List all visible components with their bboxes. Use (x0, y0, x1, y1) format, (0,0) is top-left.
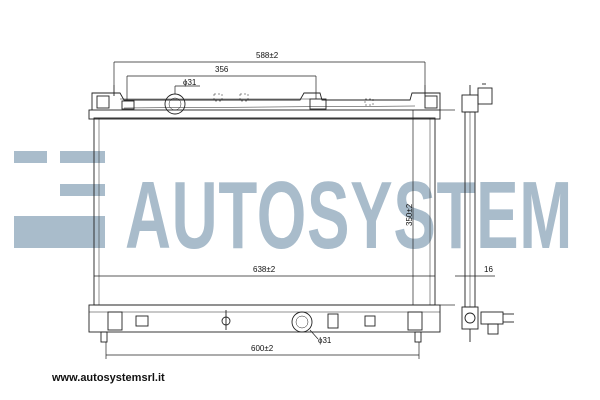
top-tank-outline (91, 92, 441, 110)
bottom-left-bracket (107, 311, 123, 331)
radiator-front-view (88, 85, 441, 343)
drain-plug (221, 316, 231, 326)
dim-top-width-label: 588±2 (256, 51, 279, 60)
dim-inlet-spacing-label: 356 (215, 65, 229, 74)
watermark-logo-bar-3 (60, 184, 105, 196)
watermark-logo-bar-2 (60, 151, 105, 163)
dim-bottom-pipe-label: ϕ31 (318, 336, 332, 345)
watermark-logo-bar-1 (14, 151, 47, 163)
watermark-text: AUTOSYSTEM (125, 162, 573, 269)
top-left-bracket (96, 95, 110, 109)
bottom-tank (88, 304, 441, 333)
dim-bottom-width-label: 600±2 (251, 344, 274, 353)
dimension-lines (94, 61, 495, 359)
dim-core-width-label: 638±2 (253, 265, 276, 274)
watermark-logo-bar-4 (14, 216, 105, 248)
bottom-right-bracket (407, 311, 423, 331)
autosystem-watermark: AUTOSYSTEM (14, 151, 573, 269)
bottom-outlet-pipe (291, 311, 313, 333)
top-inlet-pipe (164, 93, 186, 115)
top-tank (88, 109, 441, 120)
radiator-side-view (461, 83, 514, 342)
top-right-bracket (424, 95, 438, 109)
dim-height-label: 350±2 (405, 203, 414, 226)
dim-top-pipe-label: ϕ31 (183, 78, 197, 87)
website-url[interactable]: www.autosystemsrl.it (52, 372, 165, 384)
dim-side-thickness-label: 16 (484, 265, 493, 274)
